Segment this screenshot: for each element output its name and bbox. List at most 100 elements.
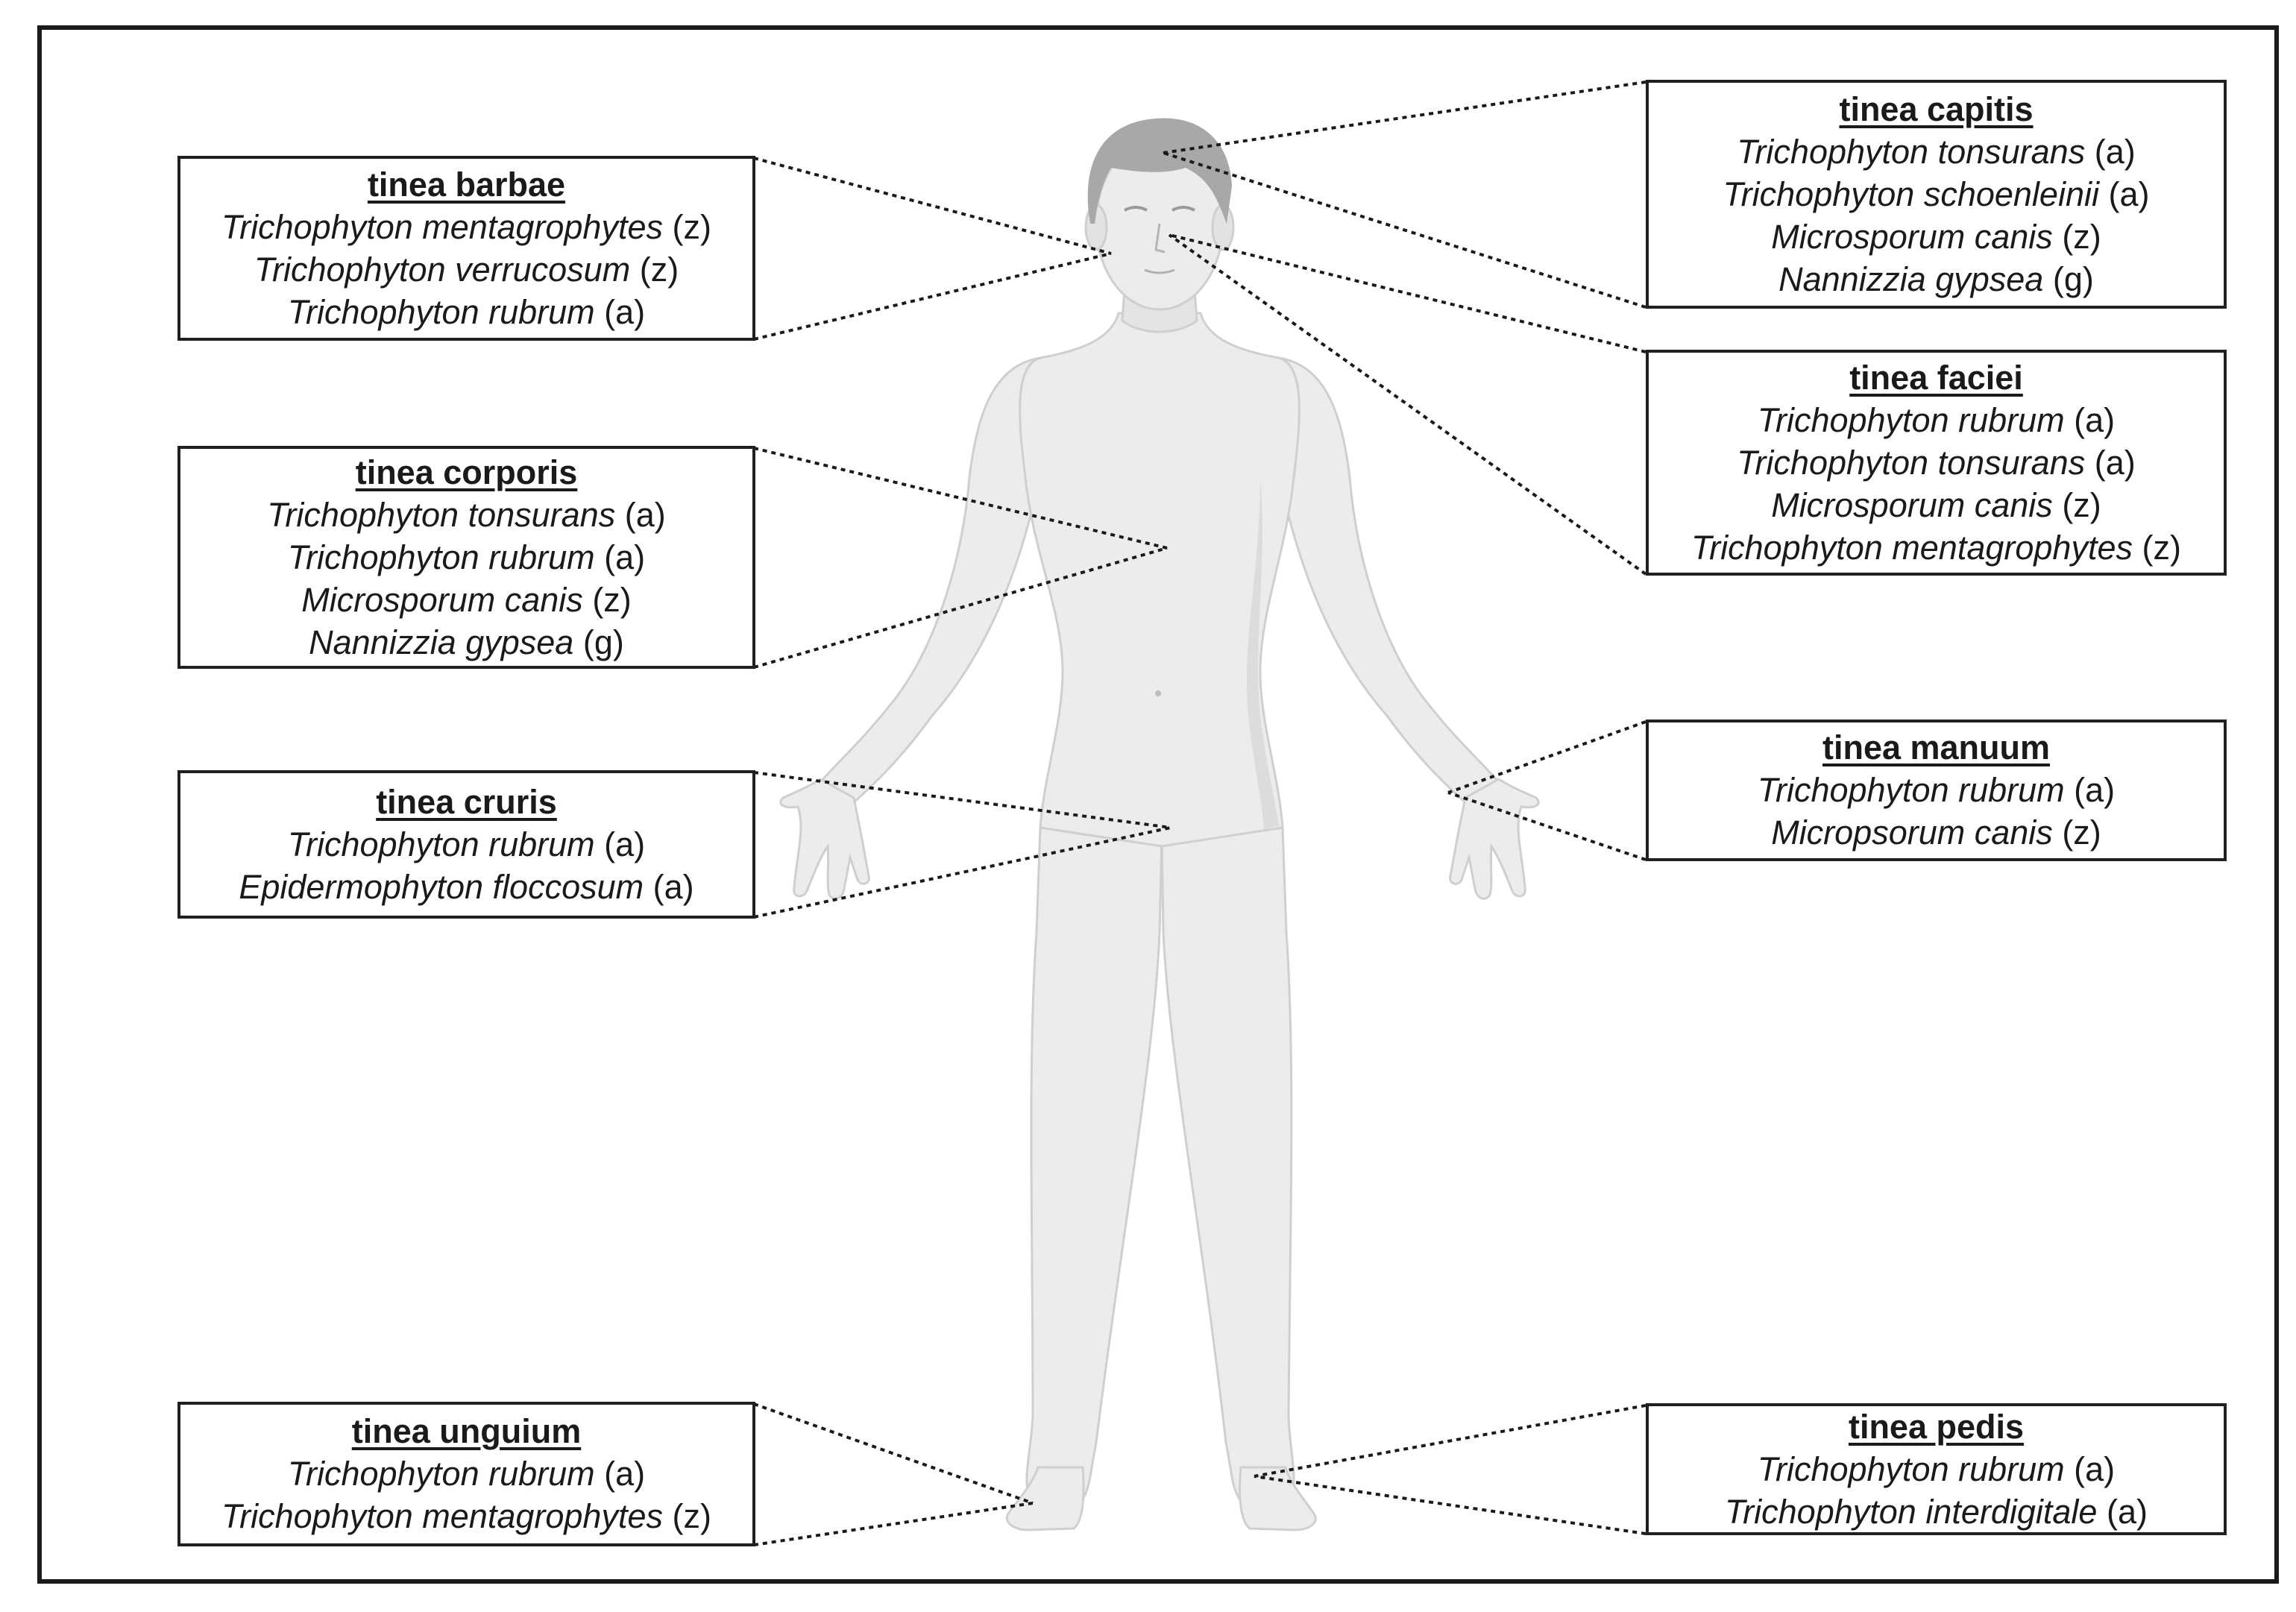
transmission-tag: (a): [652, 867, 694, 906]
species-row: Trichophyton rubrum (a): [1758, 399, 2115, 441]
species-name: Micropsorum canis: [1771, 813, 2053, 851]
leader-capitis-bottom: [1163, 151, 1646, 309]
transmission-tag: (z): [672, 207, 711, 246]
transmission-tag: (a): [2074, 400, 2116, 439]
right-hand: [1449, 778, 1540, 900]
transmission-tag: (z): [2062, 813, 2101, 851]
nose: [1154, 223, 1166, 254]
transmission-tag: (z): [2142, 528, 2181, 567]
species-row: Microsporum canis (z): [301, 579, 632, 621]
right-leg: [1160, 826, 1295, 1500]
leader-pedis-bottom: [1254, 1475, 1646, 1535]
species-name: Trichophyton schoenleinii: [1723, 174, 2099, 213]
transmission-tag: (a): [624, 495, 666, 534]
species-name: Trichophyton mentagrophytes: [1691, 528, 2133, 567]
left-hand: [779, 778, 870, 900]
species-row: Trichophyton verrucosum (z): [254, 248, 679, 291]
species-row: Trichophyton mentagrophytes (z): [221, 1495, 711, 1537]
species-name: Trichophyton rubrum: [287, 538, 595, 576]
leader-faciei-top: [1169, 233, 1646, 353]
transmission-tag: (g): [582, 623, 624, 661]
leader-pedis-top: [1254, 1404, 1646, 1478]
transmission-tag: (a): [2094, 132, 2136, 171]
species-row: Trichophyton rubrum (a): [288, 291, 645, 333]
transmission-tag: (z): [672, 1497, 711, 1535]
box-title: tinea barbae: [367, 165, 566, 204]
species-name: Microsporum canis: [301, 580, 583, 619]
leader-faciei-bottom: [1168, 233, 1647, 576]
box-title: tinea capitis: [1839, 89, 2034, 128]
species-row: Trichophyton schoenleinii (a): [1723, 173, 2150, 215]
species-row: Trichophyton mentagrophytes (z): [221, 206, 711, 248]
box-title: tinea unguium: [351, 1412, 582, 1450]
species-name: Nannizzia gypsea: [1778, 259, 2044, 298]
species-row: Microsporum canis (z): [1771, 484, 2101, 526]
species-row: Trichophyton interdigitale (a): [1725, 1490, 2148, 1533]
hair: [1087, 118, 1232, 224]
species-row: Trichophyton tonsurans (a): [267, 494, 665, 536]
leader-barbae-top: [753, 157, 1112, 255]
left-eye: [1124, 206, 1148, 212]
transmission-tag: (a): [604, 1455, 646, 1493]
transmission-tag: (g): [2052, 259, 2094, 298]
species-name: Trichophyton rubrum: [1757, 771, 2065, 809]
leader-barbae-bottom: [753, 252, 1112, 341]
right-foot: [1239, 1466, 1317, 1531]
species-row: Trichophyton mentagrophytes (z): [1691, 526, 2181, 569]
figure-frame: [37, 25, 2279, 1584]
human-figure: [779, 118, 1540, 1531]
torso: [1019, 312, 1300, 848]
torso-shading: [1246, 477, 1279, 829]
species-row: Trichophyton rubrum (a): [288, 1452, 645, 1495]
species-row: Epidermophyton floccosum (a): [239, 866, 693, 908]
species-name: Trichophyton mentagrophytes: [221, 1497, 663, 1535]
transmission-tag: (a): [2074, 1449, 2116, 1488]
navel: [1155, 690, 1161, 696]
transmission-tag: (a): [2094, 443, 2136, 482]
species-name: Trichophyton tonsurans: [1737, 443, 2086, 482]
transmission-tag: (a): [604, 292, 646, 331]
species-name: Trichophyton rubrum: [287, 825, 595, 863]
species-row: Nannizzia gypsea (g): [1778, 258, 2094, 300]
right-arm: [1277, 356, 1505, 810]
species-name: Trichophyton rubrum: [1757, 400, 2065, 439]
box-title: tinea cruris: [376, 782, 557, 821]
species-row: Trichophyton rubrum (a): [1758, 1448, 2115, 1490]
species-name: Epidermophyton floccosum: [239, 867, 644, 906]
species-row: Trichophyton rubrum (a): [288, 823, 645, 866]
transmission-tag: (z): [639, 250, 679, 289]
species-name: Trichophyton tonsurans: [267, 495, 616, 534]
species-name: Microsporum canis: [1771, 217, 2053, 256]
leader-unguium-top: [753, 1402, 1034, 1505]
right-eye: [1171, 206, 1195, 212]
transmission-tag: (a): [604, 825, 646, 863]
mouth: [1144, 268, 1175, 274]
species-name: Trichophyton interdigitale: [1725, 1492, 2098, 1531]
species-row: Trichophyton rubrum (a): [1758, 769, 2115, 811]
transmission-tag: (a): [2074, 771, 2116, 809]
species-row: Trichophyton tonsurans (a): [1737, 441, 2135, 484]
transmission-tag: (z): [2062, 485, 2101, 524]
box-title: tinea manuum: [1822, 728, 2051, 766]
species-name: Trichophyton mentagrophytes: [221, 207, 663, 246]
leader-cruris-top: [753, 771, 1171, 829]
transmission-tag: (z): [592, 580, 632, 619]
leader-unguium-bottom: [753, 1502, 1034, 1546]
species-row: Microsporum canis (z): [1771, 215, 2101, 258]
box-title: tinea pedis: [1848, 1407, 2025, 1446]
box-title: tinea corporis: [355, 453, 578, 491]
leader-capitis-top: [1163, 81, 1646, 154]
species-name: Microsporum canis: [1771, 485, 2053, 524]
species-name: Trichophyton rubrum: [287, 1455, 595, 1493]
species-name: Trichophyton tonsurans: [1737, 132, 2086, 171]
left-foot: [1005, 1466, 1085, 1531]
species-name: Trichophyton rubrum: [287, 292, 595, 331]
